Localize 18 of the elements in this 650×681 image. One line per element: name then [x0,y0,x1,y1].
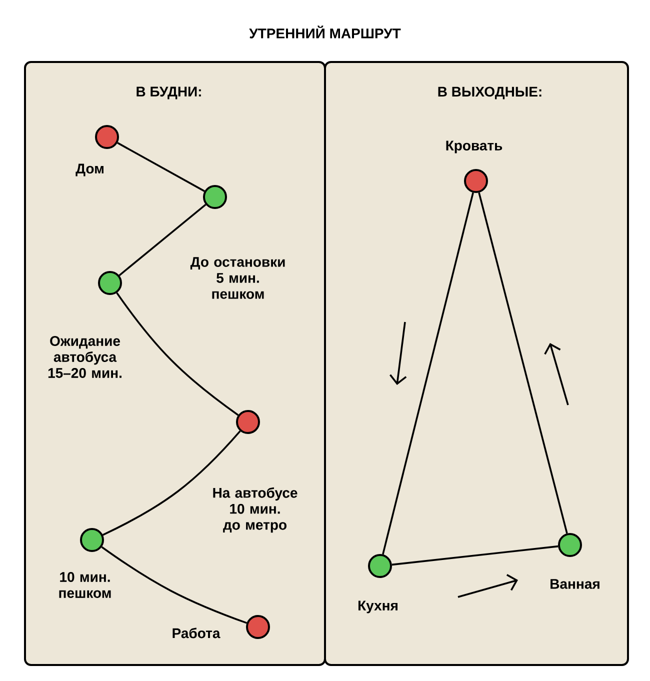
route-line [117,142,205,192]
title: УТРЕННИЙ МАРШРУТ [249,26,401,38]
route-line [382,192,474,555]
place-label: Кровать [446,140,502,154]
place-label: 10 мин. пешком [59,572,111,598]
route-line [102,430,241,536]
place-label: Дом [76,164,104,176]
route-line [116,292,239,416]
place-label: На автобусе 10 мин. до метро [213,487,298,533]
place-label: Работа [172,628,220,638]
route-line [101,546,247,624]
place-label: До остановки 5 мин. пешком [190,257,285,299]
place-label: Ванная [550,579,600,589]
route-line [478,192,568,534]
place-label: Кухня [358,600,398,614]
place-label: Ожидание автобуса 15–20 мин. [48,336,122,378]
route-line [392,545,558,566]
route-line [118,204,206,276]
